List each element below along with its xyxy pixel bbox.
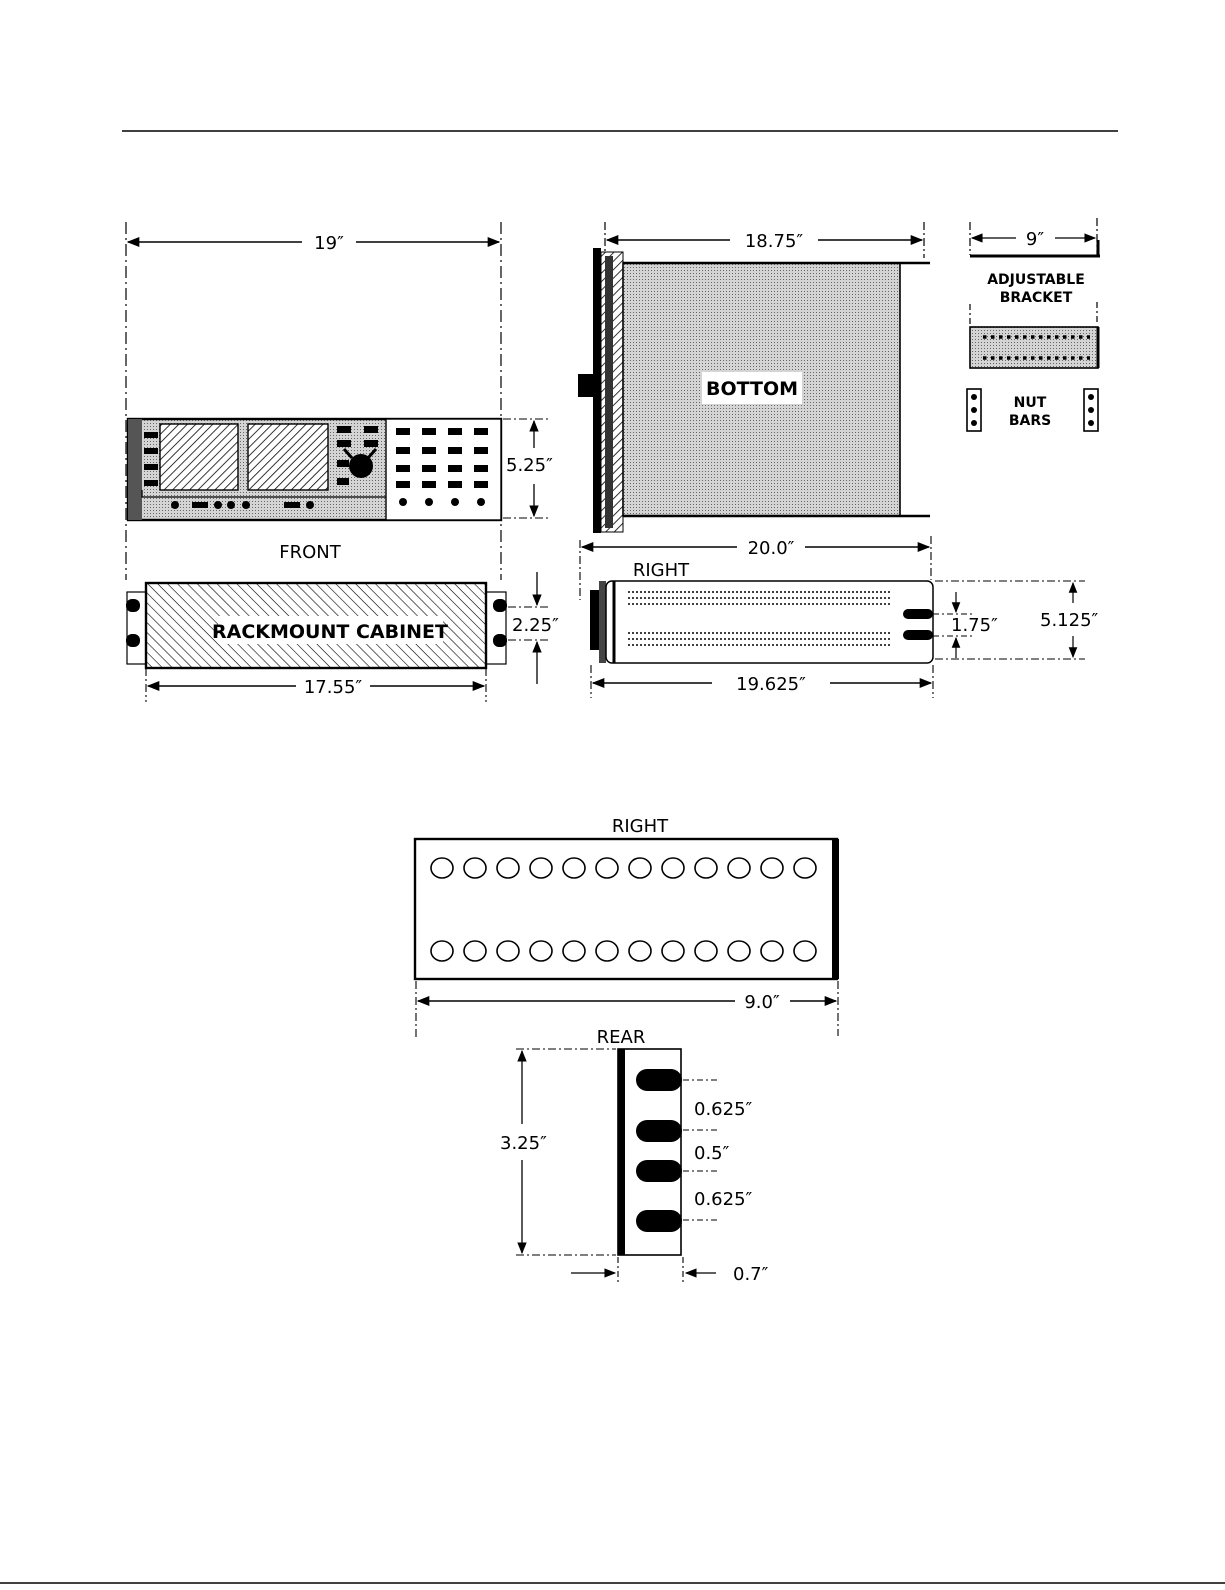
rear-label: REAR xyxy=(597,1027,646,1048)
rear-view: REAR 0.625″ 0.5″ 0.625″ 3.25″ 0.7″ xyxy=(500,1027,769,1285)
cabinet-height-dimension: 2.25″ xyxy=(512,615,559,636)
rear-depth-dimension: 0.7″ xyxy=(733,1264,769,1285)
cabinet-width-dimension: 17.55″ xyxy=(304,677,363,698)
slot-spacing-dimension: 1.75″ xyxy=(951,615,998,636)
side-height-dimension: 5.125″ xyxy=(1040,610,1099,631)
bottom-label: BOTTOM xyxy=(706,378,798,400)
overall-depth-dimension: 20.0″ xyxy=(748,538,795,559)
front-display-right xyxy=(248,424,328,490)
front-height-dimension: 5.25″ xyxy=(506,455,553,476)
rear-gap-2-dimension: 0.5″ xyxy=(694,1143,730,1164)
bracket-width-dimension: 9″ xyxy=(1026,229,1044,250)
bracket-length-dimension: 9.0″ xyxy=(744,992,780,1013)
front-display-left xyxy=(160,424,238,490)
bracket-label: BRACKET xyxy=(1000,290,1073,306)
side-depth-dimension: 19.625″ xyxy=(736,674,806,695)
rear-gap-3-dimension: 0.625″ xyxy=(694,1189,753,1210)
adjustable-bracket-view: 9″ ADJUSTABLE BRACKET NUT BARS xyxy=(967,218,1100,431)
bottom-view: 18.75″ BOTTOM xyxy=(578,222,930,533)
rear-gap-1-dimension: 0.625″ xyxy=(694,1099,753,1120)
adjustable-label: ADJUSTABLE xyxy=(987,272,1085,288)
rear-height-dimension: 3.25″ xyxy=(500,1133,547,1154)
front-label: FRONT xyxy=(279,542,341,563)
front-view: 19″ xyxy=(126,222,553,580)
bottom-depth-dimension: 18.75″ xyxy=(745,231,804,252)
right-side-view: 20.0″ RIGHT 1.75″ 5.125″ 19.625″ xyxy=(580,536,1099,698)
right-bracket-label: RIGHT xyxy=(612,816,669,837)
front-width-dimension: 19″ xyxy=(314,233,344,254)
right-side-label: RIGHT xyxy=(633,560,690,581)
rackmount-label: RACKMOUNT CABINET xyxy=(212,621,448,643)
bars-label: BARS xyxy=(1009,413,1051,429)
rackmount-cabinet-view: RACKMOUNT CABINET 17.55″ 2.25″ xyxy=(126,572,559,702)
right-bracket-view: RIGHT 9.0″ xyxy=(415,816,839,1040)
nut-label: NUT xyxy=(1014,395,1047,411)
